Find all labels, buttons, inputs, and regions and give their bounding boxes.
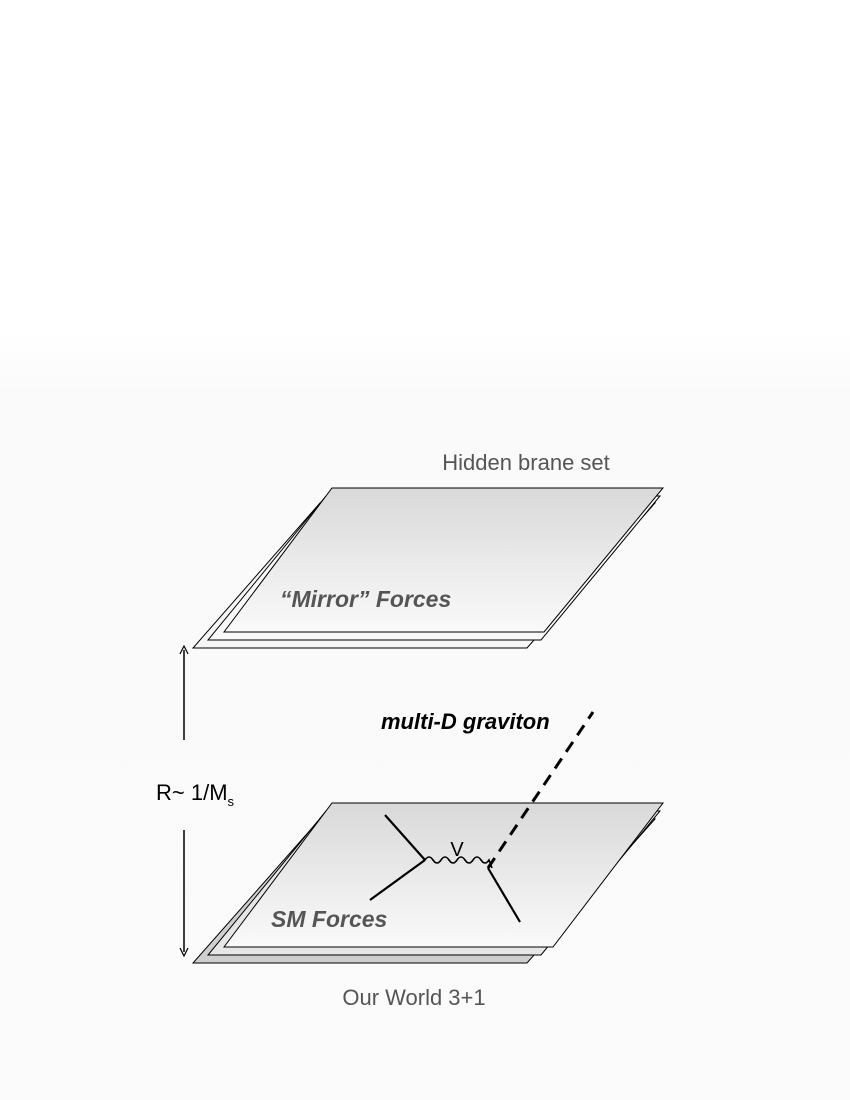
separation-label: R~ 1/Ms bbox=[156, 780, 235, 809]
fermion-line-right bbox=[487, 867, 521, 923]
sm-brane-front bbox=[223, 802, 665, 948]
hidden-brane-label: Hidden brane set bbox=[442, 450, 610, 475]
graviton-dashed-line bbox=[486, 711, 595, 869]
hidden-brane-stack bbox=[191, 487, 665, 649]
separation-label-subscript: s bbox=[228, 794, 235, 809]
sm-brane-stack bbox=[191, 802, 665, 964]
boson-wavy-line bbox=[424, 856, 493, 869]
separation-label-main: R~ 1/M bbox=[156, 780, 228, 805]
hidden-brane-front bbox=[223, 487, 665, 633]
graviton-label: multi-D graviton bbox=[381, 709, 550, 734]
sm-forces-label: SM Forces bbox=[271, 906, 387, 932]
feynman-diagram bbox=[369, 711, 595, 923]
fermion-line-upper-left bbox=[384, 814, 426, 861]
mirror-forces-label: “Mirror” Forces bbox=[280, 586, 451, 612]
vertex-label: V bbox=[450, 839, 464, 861]
fermion-line-lower-left bbox=[369, 859, 426, 901]
our-world-label: Our World 3+1 bbox=[342, 985, 485, 1010]
